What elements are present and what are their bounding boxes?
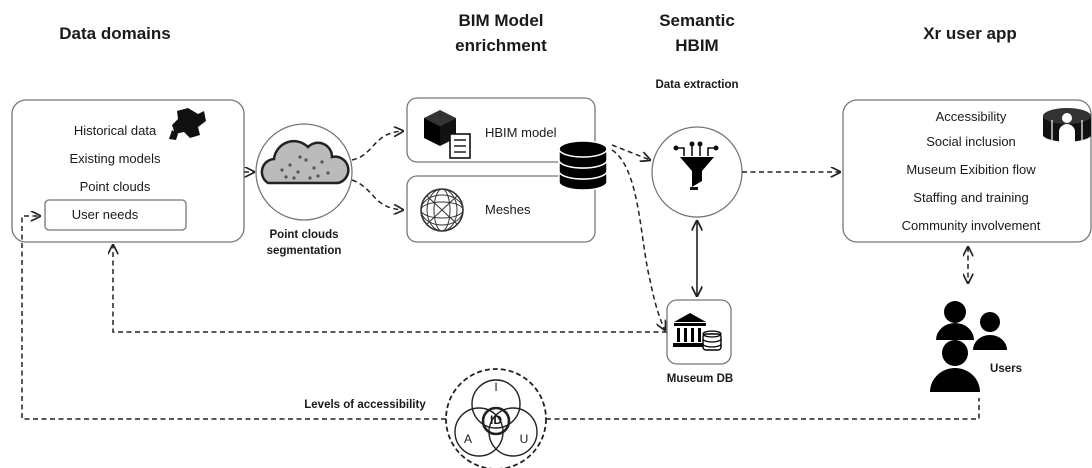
geodesic-sphere-icon — [420, 188, 464, 232]
meshes-label: Meshes — [485, 202, 531, 217]
arrow-to-meshes — [351, 179, 403, 210]
hbim-model-label: HBIM model — [485, 125, 557, 140]
venn-label-id: ID — [490, 413, 502, 427]
item-point-clouds: Point clouds — [79, 179, 151, 194]
header-xr-user-app: Xr user app — [923, 24, 1017, 43]
xr-item-staffing: Staffing and training — [913, 190, 1029, 205]
xr-item-accessibility: Accessibility — [935, 109, 1007, 124]
arrow-museum-to-domains — [113, 245, 667, 333]
museum-db-icon — [673, 313, 722, 351]
header-bim-line1: BIM Model — [458, 11, 544, 30]
item-existing-models: Existing models — [69, 151, 161, 166]
xr-item-social-inclusion: Social inclusion — [926, 134, 1016, 149]
feedback-loop-right — [546, 398, 980, 420]
venn-label-u: U — [519, 432, 529, 446]
venn-label-a: A — [463, 432, 472, 446]
feedback-loop-left — [21, 216, 446, 420]
data-extraction-label: Data extraction — [655, 79, 739, 91]
segmentation-label-line2: segmentation — [266, 245, 342, 257]
database-icon — [558, 140, 608, 191]
header-bim-line2: enrichment — [455, 36, 547, 55]
segmentation-label-line1: Point clouds — [269, 229, 339, 241]
museum-db-label: Museum DB — [666, 373, 734, 385]
accessibility-venn — [445, 368, 547, 468]
user-needs-box — [44, 199, 187, 231]
vr-headset-icon — [1043, 108, 1091, 144]
map-pieces-icon — [169, 108, 206, 140]
item-historical-data: Historical data — [73, 123, 157, 138]
xr-item-community: Community involvement — [901, 218, 1041, 233]
levels-of-accessibility-label: Levels of accessibility — [304, 399, 426, 411]
arrow-db-to-museum — [611, 149, 665, 330]
header-semantic-line2: HBIM — [675, 36, 719, 55]
xr-box — [842, 99, 1092, 243]
header-semantic-line1: Semantic — [659, 11, 735, 30]
venn-label-i: I — [494, 380, 498, 394]
point-cloud-icon — [260, 139, 350, 185]
arrow-to-hbim-model — [351, 131, 403, 161]
item-user-needs: User needs — [71, 207, 139, 222]
header-data-domains: Data domains — [59, 24, 171, 43]
users-icon — [930, 301, 1007, 392]
users-label: Users — [990, 363, 1022, 375]
xr-item-exhibition-flow: Museum Exibition flow — [906, 162, 1036, 177]
funnel-circuit-icon — [673, 141, 719, 190]
cube-document-icon — [424, 110, 471, 159]
arrow-db-to-extraction — [611, 144, 650, 160]
